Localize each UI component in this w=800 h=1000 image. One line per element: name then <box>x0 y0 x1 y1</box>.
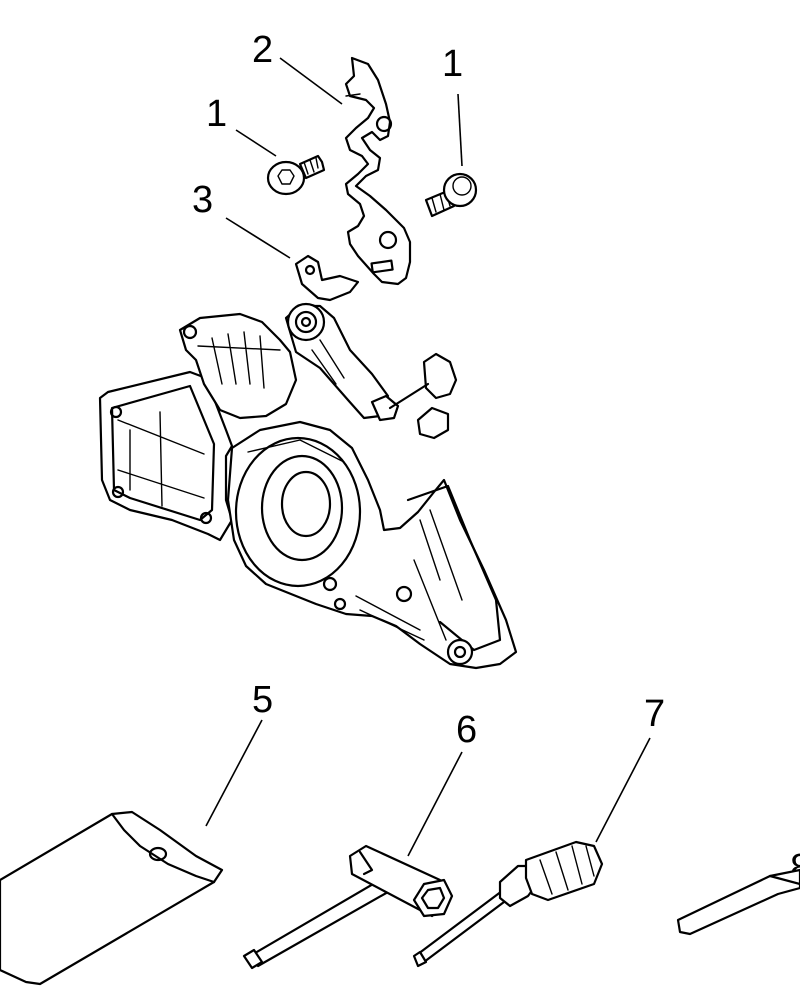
bracket-hole-top <box>375 115 393 133</box>
screw-left <box>266 154 326 196</box>
leader-3 <box>225 217 291 259</box>
housing-bolt-3 <box>199 511 213 525</box>
pivot-outer <box>286 302 326 342</box>
combination-wrench <box>242 844 454 970</box>
leader-1-right <box>457 93 463 167</box>
bore-rim <box>247 439 345 463</box>
housing-bolt-4 <box>182 324 198 340</box>
callout-1-right: 1 <box>442 43 463 85</box>
pivot-center <box>300 316 312 328</box>
housing-bolt-1 <box>109 405 123 419</box>
chain-catcher-bracket <box>344 56 412 286</box>
callout-5: 5 <box>252 679 273 721</box>
bracket-slot <box>370 259 394 274</box>
screw-left-head <box>266 160 306 196</box>
crankcase-bore-outer <box>234 436 362 588</box>
lever-rod <box>388 382 430 410</box>
wrench-hex-end <box>358 850 374 876</box>
bar-mount-ribs <box>413 509 463 641</box>
callout-8: 8 <box>790 847 800 889</box>
screw-right-head <box>442 172 478 208</box>
crankcase-bolt-a <box>395 585 413 603</box>
tool-pouch <box>0 810 224 986</box>
screwdriver-handle-grooves <box>539 845 595 895</box>
pivot-inner <box>294 310 318 334</box>
screw-right-head-top <box>452 176 472 196</box>
crankcase-bore-inner <box>280 470 332 538</box>
small-bracket-hole <box>304 264 316 276</box>
leader-6 <box>407 751 463 857</box>
crankcase-lower-detail <box>355 595 425 641</box>
small-angle-bracket <box>294 254 360 302</box>
hex-key-bend <box>768 874 800 886</box>
callout-7: 7 <box>644 693 665 735</box>
wrench-socket-inner <box>420 886 446 910</box>
housing-bolt-2 <box>111 485 125 499</box>
screwdriver-handle <box>524 840 604 902</box>
leader-2 <box>279 57 343 105</box>
wrench-blade <box>248 878 390 968</box>
bracket-hole-bottom <box>378 230 398 250</box>
screw-right <box>424 172 478 218</box>
screwdriver-tip <box>412 950 428 968</box>
housing-upper-fins <box>197 331 281 389</box>
hex-key-long-arm <box>676 868 800 936</box>
arm-detail <box>311 339 345 385</box>
bar-mount-bolt <box>446 638 474 666</box>
bar-mount-bolt-inner <box>453 645 467 659</box>
callout-3: 3 <box>192 179 213 221</box>
pouch-body <box>0 810 224 986</box>
screw-left-thread <box>303 157 319 175</box>
screw-left-torx-icon <box>277 169 295 185</box>
wrench-socket <box>412 878 454 918</box>
pouch-hole <box>148 846 168 862</box>
small-bracket-body <box>294 254 360 302</box>
crankcase-bolt-b <box>322 576 338 592</box>
housing-left-window <box>110 384 216 522</box>
bracket-edge <box>345 93 361 97</box>
bracket-plate <box>344 56 412 286</box>
pouch-flap-fold <box>110 812 216 884</box>
wrench-tip <box>242 948 264 970</box>
leader-1-left <box>235 129 277 157</box>
leader-5 <box>205 719 263 827</box>
callout-2: 2 <box>252 29 273 71</box>
crankcase-bore-middle <box>260 454 344 562</box>
callout-1-left: 1 <box>206 93 227 135</box>
screwdriver <box>412 840 604 968</box>
crankcase-bolt-c <box>333 597 347 611</box>
leader-lines <box>205 57 651 857</box>
callout-6: 6 <box>456 709 477 751</box>
lever-knob-mid <box>370 394 400 422</box>
hex-key <box>676 868 800 936</box>
lever-knob-top <box>422 352 458 400</box>
bar-mount-plate <box>406 484 502 652</box>
housing-left-ribs <box>117 411 205 507</box>
housing-upper-bracket <box>178 312 298 420</box>
leader-7 <box>595 737 651 843</box>
engine-housing <box>98 302 518 670</box>
lever-knob-lower <box>416 406 450 440</box>
